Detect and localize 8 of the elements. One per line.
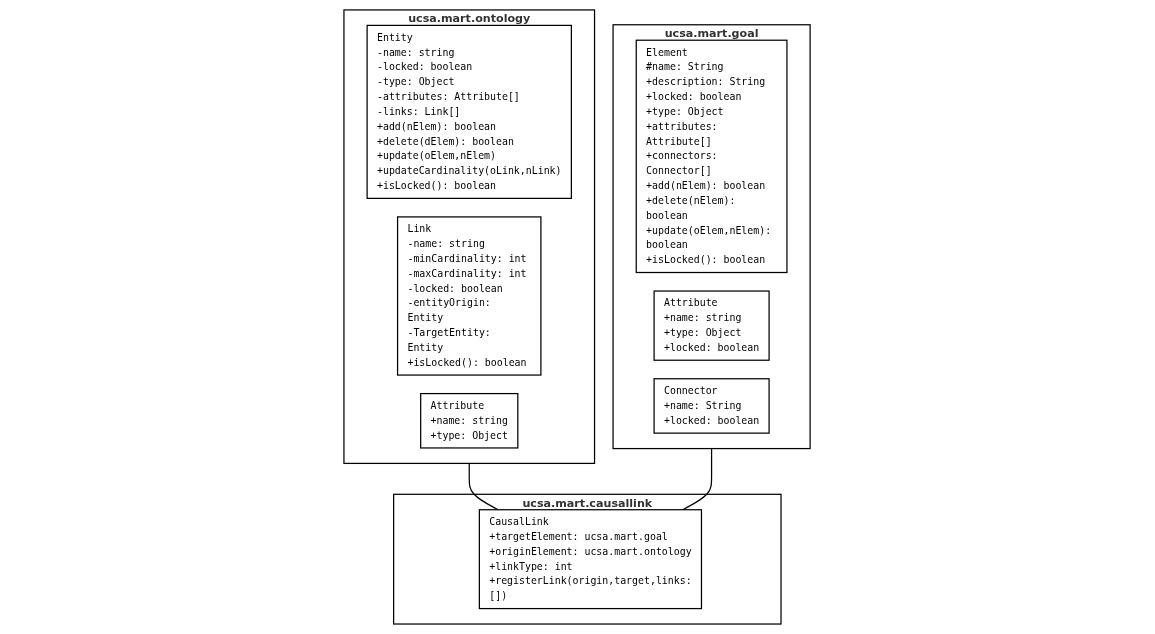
connector [682, 447, 713, 511]
node-box: Entity -name: string -locked: boolean -type: Object -attributes: Attribute[] -links: Link[] +add(nElem): boolean +delete(dElem): boolean +update(oElem,nElem) +updateCardinality(oLink,nLink) +isLocked(): boolean [366, 24, 573, 199]
node-box: Attribute +name: string +type: Object [420, 393, 519, 449]
node-box: Element #name: String +description: String +locked: boolean +type: Object +attributes: Attribute[] +connectors: Connector[] +add(nElem): boolean +delete(nElem): boolean +update(oElem,nElem): boolean +isLocked(): boolean [636, 39, 788, 274]
node-box: Attribute +name: string +type: Object +locked: boolean [653, 290, 771, 361]
node-box: CausalLink +targetElement: ucsa.mart.goal +originElement: ucsa.mart.ontology +linkType: int +registerLink(origin,target,links:[]) [479, 509, 703, 610]
node-box: Link -name: string -minCardinality: int -maxCardinality: int -locked: boolean -entityOrigin: Entity -TargetEntity: Entity +isLocked(): boolean [397, 216, 542, 376]
node-box: Connector +name: String +locked: boolean [653, 378, 771, 434]
